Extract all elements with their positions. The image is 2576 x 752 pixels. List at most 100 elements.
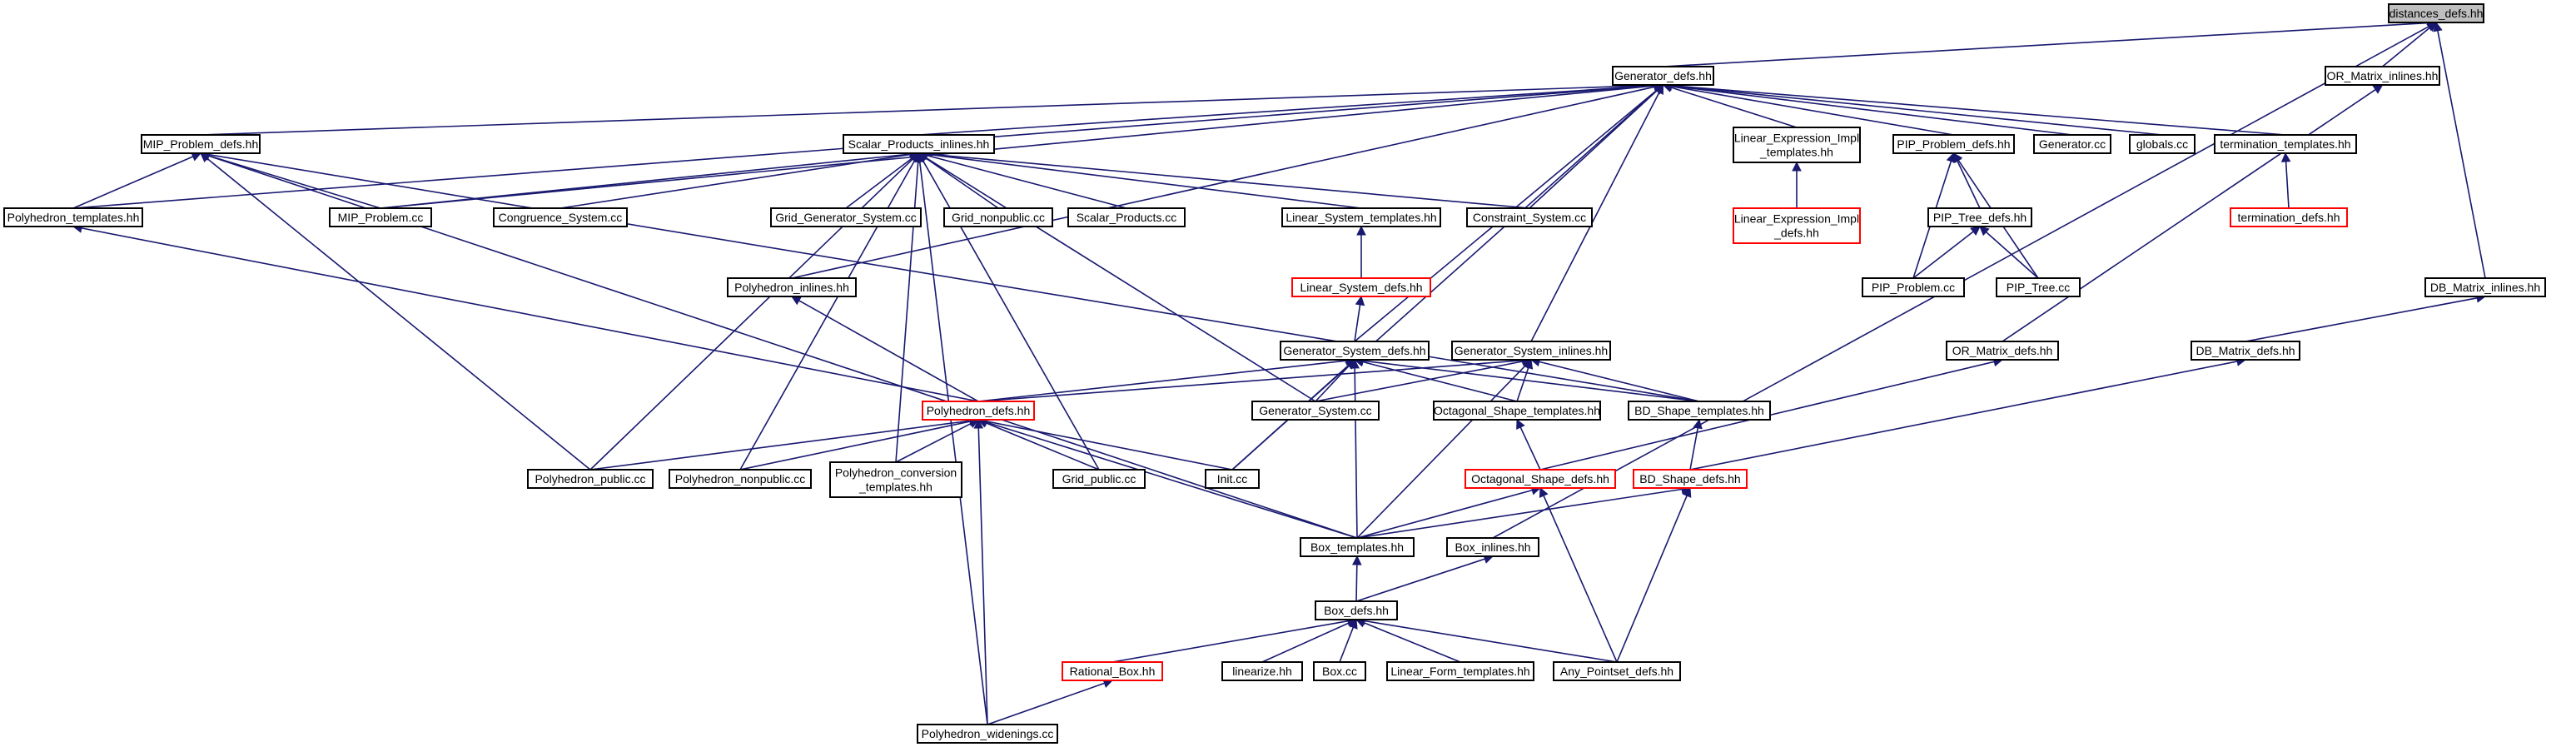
edge-generator_system_defs-to-linear_system_defs xyxy=(1354,295,1365,342)
edge-line xyxy=(559,153,911,209)
edge-line xyxy=(918,161,988,725)
node-scalar-products-cc[interactable]: Scalar_Products.cc xyxy=(1067,207,1186,227)
node-termination-templates[interactable]: termination_templates.hh xyxy=(2214,134,2357,154)
node-label: Polyhedron_nonpublic.cc xyxy=(675,472,805,486)
node-distances-defs[interactable]: distances_defs.hh xyxy=(2388,3,2484,23)
node-any-pointset-defs[interactable]: Any_Pointset_defs.hh xyxy=(1553,661,1681,681)
node-mip-problem-defs[interactable]: MIP_Problem_defs.hh xyxy=(141,134,261,154)
edge-line xyxy=(380,153,911,209)
node-rational-box[interactable]: Rational_Box.hh xyxy=(1062,661,1163,681)
edge-polyhedron_defs-to-polyhedron_inlines xyxy=(791,296,979,402)
node-linear-expression-impl-defs[interactable]: Linear_Expression_Impl_defs.hh xyxy=(1733,207,1861,244)
node-db-matrix-inlines[interactable]: DB_Matrix_inlines.hh xyxy=(2424,277,2546,297)
node-label: Octagonal_Shape_templates.hh xyxy=(1434,404,1600,417)
edge-line xyxy=(72,156,194,209)
node-box xyxy=(1733,207,1861,244)
node-grid-public-cc[interactable]: Grid_public.cc xyxy=(1052,469,1146,489)
edge-line xyxy=(1362,361,1518,402)
node-init-cc[interactable]: Init.cc xyxy=(1205,469,1260,489)
node-label: Box_templates.hh xyxy=(1310,540,1404,554)
node-polyhedron-public-cc[interactable]: Polyhedron_public.cc xyxy=(527,469,654,489)
node-box-defs[interactable]: Box_defs.hh xyxy=(1315,600,1398,620)
edge-line xyxy=(895,422,972,463)
node-box xyxy=(1052,469,1146,489)
node-bd-shape-defs[interactable]: BD_Shape_defs.hh xyxy=(1633,469,1748,489)
node-box xyxy=(727,277,857,297)
node-box xyxy=(527,469,654,489)
node-bd-shape-templates[interactable]: BD_Shape_templates.hh xyxy=(1628,401,1771,421)
node-octagonal-shape-templates[interactable]: Octagonal_Shape_templates.hh xyxy=(1433,401,1601,421)
edge-line xyxy=(1671,85,2073,136)
edge-arrowhead xyxy=(1539,486,1549,498)
node-linearize[interactable]: linearize.hh xyxy=(1221,661,1303,681)
edge-arrowhead xyxy=(914,152,925,163)
edge-linear_system_defs-to-linear_system_templates xyxy=(1356,225,1366,278)
edge-arrowhead xyxy=(1355,295,1365,306)
node-polyhedron-conversion-templates[interactable]: Polyhedron_conversion_templates.hh xyxy=(829,461,962,498)
node-linear-expression-impl-templates[interactable]: Linear_Expression_Impl_templates.hh xyxy=(1733,127,1861,163)
node-box xyxy=(1451,341,1611,361)
node-generator-cc[interactable]: Generator.cc xyxy=(2033,134,2111,154)
node-db-matrix-defs[interactable]: DB_Matrix_defs.hh xyxy=(2191,341,2300,361)
node-globals-cc[interactable]: globals.cc xyxy=(2129,134,2196,154)
node-polyhedron-widenings-cc[interactable]: Polyhedron_widenings.cc xyxy=(917,724,1058,744)
node-polyhedron-defs[interactable]: Polyhedron_defs.hh xyxy=(922,401,1035,421)
edge-generator_defs-to-distances_defs xyxy=(1663,17,2438,67)
node-label: Generator_System_inlines.hh xyxy=(1455,344,1608,357)
edge-line xyxy=(926,154,1127,209)
node-generator-system-cc[interactable]: Generator_System.cc xyxy=(1251,401,1380,421)
edge-line xyxy=(927,153,1530,209)
node-polyhedron-nonpublic-cc[interactable]: Polyhedron_nonpublic.cc xyxy=(669,469,812,489)
node-box xyxy=(1733,127,1861,163)
edge-linear_form_templates-to-box_defs xyxy=(1355,618,1461,663)
edge-line xyxy=(791,86,1655,279)
node-label: Grid_nonpublic.cc xyxy=(952,211,1045,224)
node-constraint-system-cc[interactable]: Constraint_System.cc xyxy=(1466,207,1593,227)
node-label: _defs.hh xyxy=(1773,227,1819,240)
edge-polyhedron_conversion_templates-to-scalar_products_inlines xyxy=(895,152,923,463)
edge-polyhedron_widenings_cc-to-scalar_products_inlines xyxy=(914,152,988,725)
edge-line xyxy=(1315,365,1350,402)
node-or-matrix-defs[interactable]: OR_Matrix_defs.hh xyxy=(1946,341,2059,361)
node-linear-system-defs[interactable]: Linear_System_defs.hh xyxy=(1291,277,1431,297)
node-label: Any_Pointset_defs.hh xyxy=(1560,665,1673,678)
node-box-inlines[interactable]: Box_inlines.hh xyxy=(1446,537,1539,557)
edge-octagonal_shape_templates-to-generator_system_defs xyxy=(1353,356,1518,402)
node-box-cc[interactable]: Box.cc xyxy=(1313,661,1366,681)
node-or-matrix-inlines[interactable]: OR_Matrix_inlines.hh xyxy=(2325,66,2440,86)
node-box xyxy=(493,207,628,227)
node-label: Linear_Form_templates.hh xyxy=(1390,665,1529,678)
node-scalar-products-inlines[interactable]: Scalar_Products_inlines.hh xyxy=(843,134,995,154)
node-grid-generator-system-cc[interactable]: Grid_Generator_System.cc xyxy=(770,207,922,227)
node-box-templates[interactable]: Box_templates.hh xyxy=(1300,537,1415,557)
node-mip-problem-cc[interactable]: MIP_Problem.cc xyxy=(329,207,432,227)
node-pip-problem-defs[interactable]: PIP_Problem_defs.hh xyxy=(1892,134,2015,154)
edge-line xyxy=(977,359,1524,402)
node-generator-system-defs[interactable]: Generator_System_defs.hh xyxy=(1280,341,1430,361)
edge-line xyxy=(739,421,971,471)
node-congruence-system-cc[interactable]: Congruence_System.cc xyxy=(493,207,628,227)
edge-any_pointset_defs-to-bd_shape_defs xyxy=(1616,486,1692,663)
node-linear-system-templates[interactable]: Linear_System_templates.hh xyxy=(1281,207,1441,227)
edge-any_pointset_defs-to-octagonal_shape_defs xyxy=(1539,486,1618,663)
node-octagonal-shape-defs[interactable]: Octagonal_Shape_defs.hh xyxy=(1465,469,1616,489)
node-box xyxy=(1892,134,2015,154)
node-label: Grid_Generator_System.cc xyxy=(775,211,917,224)
node-linear-form-templates[interactable]: Linear_Form_templates.hh xyxy=(1386,661,1534,681)
node-box xyxy=(1553,661,1681,681)
node-pip-tree-defs[interactable]: PIP_Tree_defs.hh xyxy=(1927,207,2032,227)
node-generator-defs[interactable]: Generator_defs.hh xyxy=(1612,66,1714,86)
node-termination-defs[interactable]: termination_defs.hh xyxy=(2230,207,2348,227)
node-box xyxy=(829,461,962,498)
node-pip-tree-cc[interactable]: PIP_Tree.cc xyxy=(1996,277,2081,297)
node-grid-nonpublic-cc[interactable]: Grid_nonpublic.cc xyxy=(943,207,1053,227)
edge-db_matrix_defs-to-db_matrix_inlines xyxy=(2245,293,2487,342)
node-pip-problem-cc[interactable]: PIP_Problem.cc xyxy=(1862,277,1965,297)
edge-linear_expression_impl_defs-to-linear_expression_impl_templates xyxy=(1792,161,1802,208)
node-box xyxy=(1466,207,1593,227)
node-polyhedron-templates[interactable]: Polyhedron_templates.hh xyxy=(3,207,143,227)
node-box xyxy=(1927,207,2032,227)
node-polyhedron-inlines[interactable]: Polyhedron_inlines.hh xyxy=(727,277,857,297)
node-generator-system-inlines[interactable]: Generator_System_inlines.hh xyxy=(1451,341,1611,361)
